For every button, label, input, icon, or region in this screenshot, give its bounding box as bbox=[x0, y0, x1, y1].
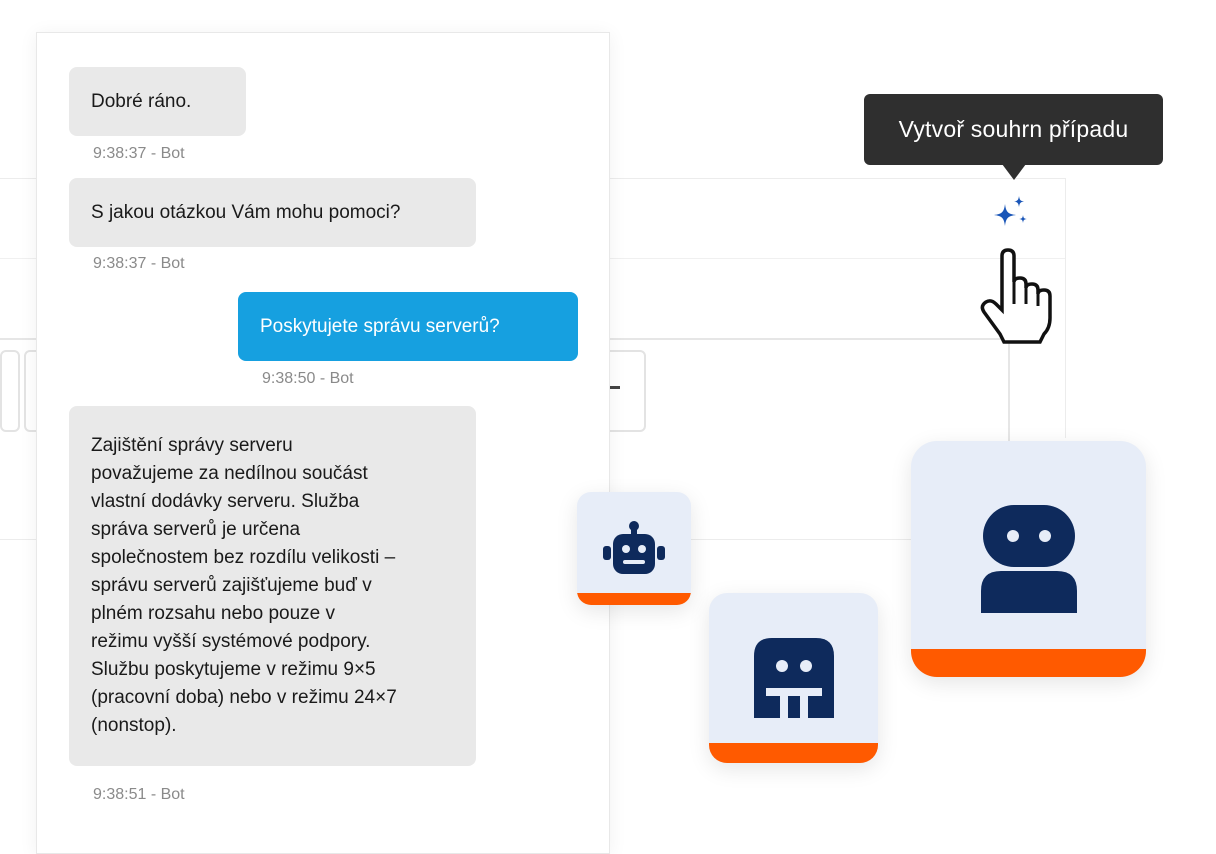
bot-message-bubble: Zajištění správy serveru považujeme za n… bbox=[69, 406, 476, 766]
hand-pointer-icon bbox=[978, 248, 1060, 346]
user-message-bubble: Poskytujete správu serverů? bbox=[238, 292, 578, 361]
message-text: Dobré ráno. bbox=[91, 91, 192, 112]
message-line: Službu poskytujeme v režimu 9×5 bbox=[91, 659, 376, 680]
message-line: (nonstop). bbox=[91, 715, 177, 736]
bot-message-bubble: Dobré ráno. bbox=[69, 67, 246, 136]
bot-avatar-tile bbox=[577, 492, 691, 605]
accent-bar bbox=[911, 649, 1146, 677]
message-line: společnostem bez rozdílu velikosti – bbox=[91, 547, 396, 568]
message-line: považujeme za nedílnou součást bbox=[91, 463, 368, 484]
message-line: Zajištění správy serveru bbox=[91, 435, 293, 456]
message-timestamp: 9:38:37 - Bot bbox=[93, 145, 185, 162]
message-line: (pracovní doba) nebo v režimu 24×7 bbox=[91, 687, 397, 708]
message-text: S jakou otázkou Vám mohu pomoci? bbox=[91, 202, 401, 223]
message-timestamp: 9:38:37 - Bot bbox=[93, 255, 185, 272]
tooltip-text: Vytvoř souhrn případu bbox=[898, 116, 1129, 142]
robot-face-icon bbox=[754, 638, 834, 723]
bot-avatar-tile bbox=[911, 441, 1146, 677]
message-line: plném rozsahu nebo pouze v bbox=[91, 603, 335, 624]
message-line: správu serverů zajišťujeme buď v bbox=[91, 575, 372, 596]
accent-bar bbox=[577, 593, 691, 605]
chat-window: Dobré ráno. 9:38:37 - Bot S jakou otázko… bbox=[36, 32, 610, 854]
robot-person-icon bbox=[981, 505, 1077, 618]
message-timestamp: 9:38:51 - Bot bbox=[93, 786, 185, 803]
message-line: režimu vyšší systémové podpory. bbox=[91, 631, 371, 652]
accent-bar bbox=[709, 743, 878, 763]
message-text: Poskytujete správu serverů? bbox=[260, 316, 500, 337]
background-divider bbox=[1065, 178, 1066, 438]
message-line: správa serverů je určena bbox=[91, 519, 301, 540]
minus-icon bbox=[608, 386, 620, 389]
background-button bbox=[0, 350, 20, 432]
message-timestamp: 9:38:50 - Bot bbox=[262, 370, 354, 387]
tooltip: Vytvoř souhrn případu bbox=[864, 94, 1163, 165]
bot-message-bubble: S jakou otázkou Vám mohu pomoci? bbox=[69, 178, 476, 247]
bot-avatar-tile bbox=[709, 593, 878, 763]
tooltip-arrow bbox=[1002, 164, 1026, 180]
robot-head-icon bbox=[601, 520, 667, 581]
message-line: vlastní dodávky serveru. Služba bbox=[91, 491, 360, 512]
sparkle-icon[interactable] bbox=[990, 194, 1032, 236]
